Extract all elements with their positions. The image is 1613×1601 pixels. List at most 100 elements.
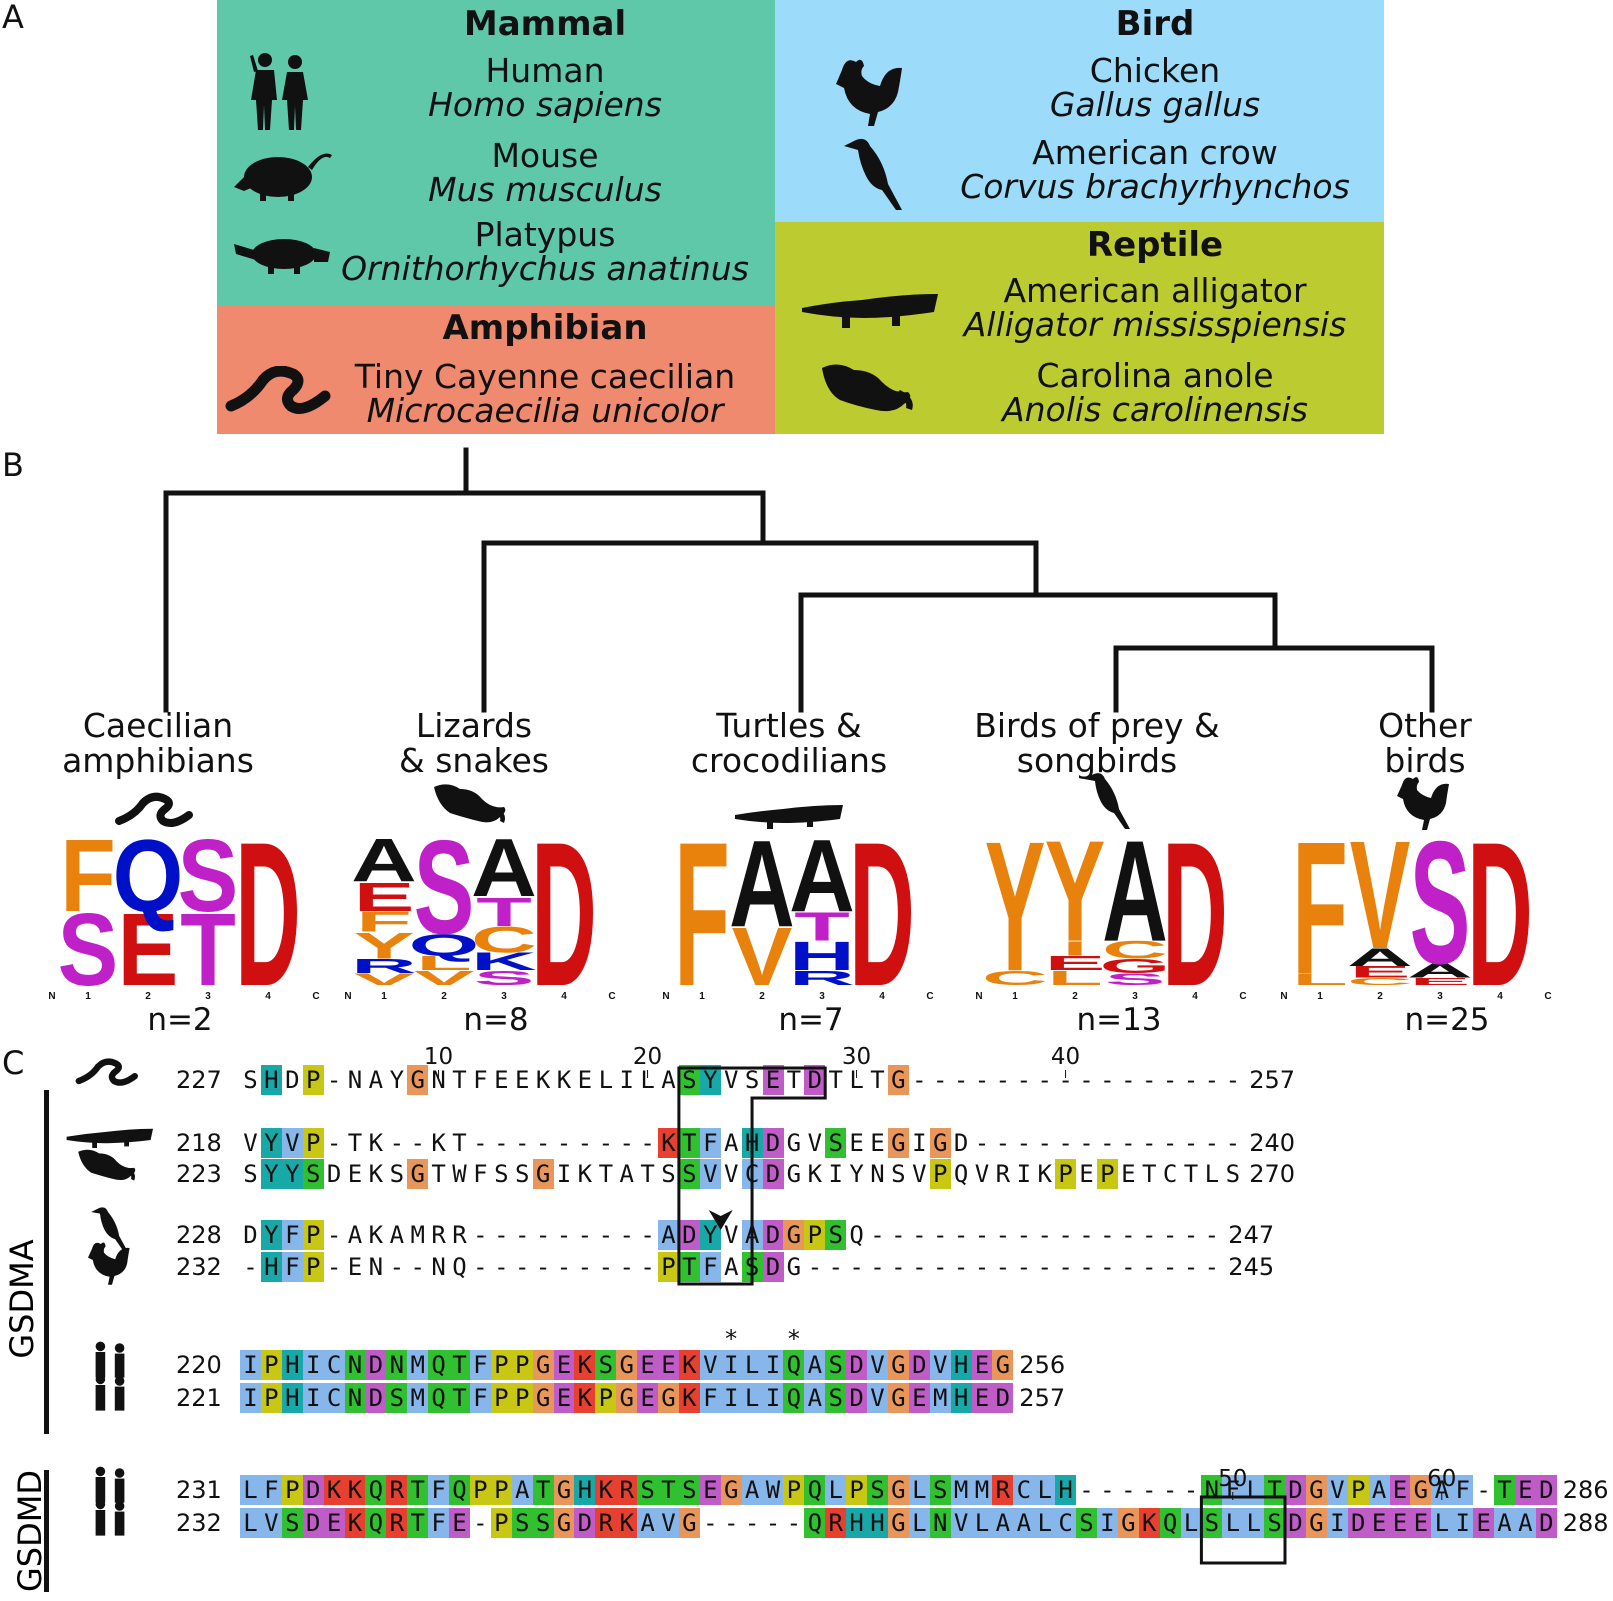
residue: I [302, 1350, 324, 1380]
residue: A [992, 1508, 1014, 1538]
gsdmd-bracket [44, 1470, 49, 1592]
residue: H [1055, 1475, 1077, 1505]
residue: - [1058, 1253, 1073, 1281]
residue: E [1121, 1160, 1136, 1188]
logo-position: 1 [1317, 991, 1323, 1002]
residue: - [1079, 1221, 1094, 1249]
residue: E [971, 1383, 993, 1413]
residue: T [1494, 1475, 1515, 1505]
residue: V [1326, 1475, 1348, 1505]
logo-letter: E [354, 874, 415, 920]
logo-letter: A [351, 827, 417, 895]
clade-label-line: birds [1384, 741, 1466, 780]
logo-position: 1 [381, 991, 387, 1002]
residue: V [912, 1160, 927, 1188]
logo-n-terminus: N [1280, 991, 1287, 1002]
residue: C [1013, 1475, 1035, 1505]
residue: - [1162, 1129, 1178, 1157]
residue: K [807, 1160, 823, 1188]
logo-letter: F [60, 820, 116, 933]
residue: T [786, 1066, 802, 1094]
residue: I [720, 1350, 742, 1380]
logo-letter: L [1292, 970, 1348, 988]
residue: - [1204, 1066, 1220, 1094]
logo-letter: V [414, 966, 475, 989]
residue: - [1100, 1066, 1115, 1094]
residue: T [658, 1475, 679, 1505]
residue: S [891, 1160, 906, 1188]
residue: F [1222, 1475, 1244, 1505]
logo-letter: R [351, 954, 417, 977]
residue: L [1034, 1508, 1056, 1538]
residue: A [804, 1383, 826, 1413]
residue: - [598, 1129, 614, 1157]
logo-letter: A [471, 823, 537, 914]
clade-label-line: Caecilian [82, 706, 234, 745]
residue: E [658, 1350, 679, 1380]
logo-letter: A [1407, 959, 1473, 982]
residue: E [514, 1066, 530, 1094]
residue: Y [281, 1159, 303, 1189]
species-alligator: American alligator Alligator mississpien… [930, 274, 1380, 342]
residue: N [929, 1508, 951, 1538]
residue: L [971, 1508, 993, 1538]
logo-letter: D [849, 820, 915, 1010]
residue: F [473, 1160, 488, 1188]
residue: D [243, 1221, 258, 1249]
logo-n-terminus: N [48, 991, 55, 1002]
residue: P [1096, 1159, 1118, 1189]
logo-position: 1 [85, 991, 91, 1002]
residue: D [1285, 1475, 1306, 1505]
residue: - [723, 1509, 739, 1537]
residue: - [326, 1221, 342, 1249]
human-pair-icon [250, 53, 308, 130]
logo-position: 4 [1192, 991, 1198, 1002]
residue: L [849, 1066, 864, 1094]
common-name: Human [485, 51, 605, 90]
sample-count: n=2 [147, 1002, 213, 1038]
residue: - [891, 1221, 906, 1249]
residue: Y [699, 1220, 721, 1250]
species-chicken: Chicken Gallus gallus [930, 54, 1380, 122]
caecilian-icon [115, 792, 193, 827]
logo-letter: R [789, 966, 855, 989]
residue: - [1100, 1129, 1115, 1157]
sequence-start-position: 218 [176, 1129, 222, 1157]
residue: T [452, 1129, 467, 1157]
panel-a-label: A [2, 0, 24, 36]
residue: D [302, 1508, 324, 1538]
logo-letter: Y [985, 820, 1046, 1010]
residue: - [473, 1509, 488, 1537]
residue: P [260, 1350, 282, 1380]
residue: P [302, 1128, 324, 1158]
residue: S [514, 1160, 530, 1188]
residue: - [535, 1129, 551, 1157]
residue: - [1225, 1066, 1241, 1094]
residue: P [490, 1475, 512, 1505]
residue: G [992, 1350, 1014, 1380]
amphibian-header: Amphibian [442, 308, 648, 348]
residue: T [640, 1160, 655, 1188]
residue: - [1183, 1221, 1199, 1249]
residue: T [431, 1160, 446, 1188]
residue: - [1058, 1221, 1073, 1249]
residue: V [723, 1066, 739, 1094]
residue: N [344, 1383, 366, 1413]
residue: V [974, 1160, 990, 1188]
residue: L [741, 1350, 763, 1380]
logo-letter: C [1102, 937, 1168, 964]
logo-letter: D [1162, 820, 1228, 1010]
sequence-start-position: 231 [176, 1476, 222, 1504]
scientific-name: Alligator mississpiensis [963, 305, 1347, 344]
residue: F [699, 1252, 721, 1282]
residue: I [240, 1383, 261, 1413]
residue: E [347, 1160, 363, 1188]
residue: G [887, 1350, 909, 1380]
residue: T [407, 1475, 429, 1505]
gsdma-label: GSDMA [3, 1239, 41, 1359]
sequence-end-position: 257 [1019, 1384, 1066, 1412]
residue: K [535, 1066, 551, 1094]
residue: - [870, 1253, 885, 1281]
species-anole: Carolina anole Anolis carolinensis [930, 359, 1380, 427]
residue: T [678, 1252, 700, 1282]
